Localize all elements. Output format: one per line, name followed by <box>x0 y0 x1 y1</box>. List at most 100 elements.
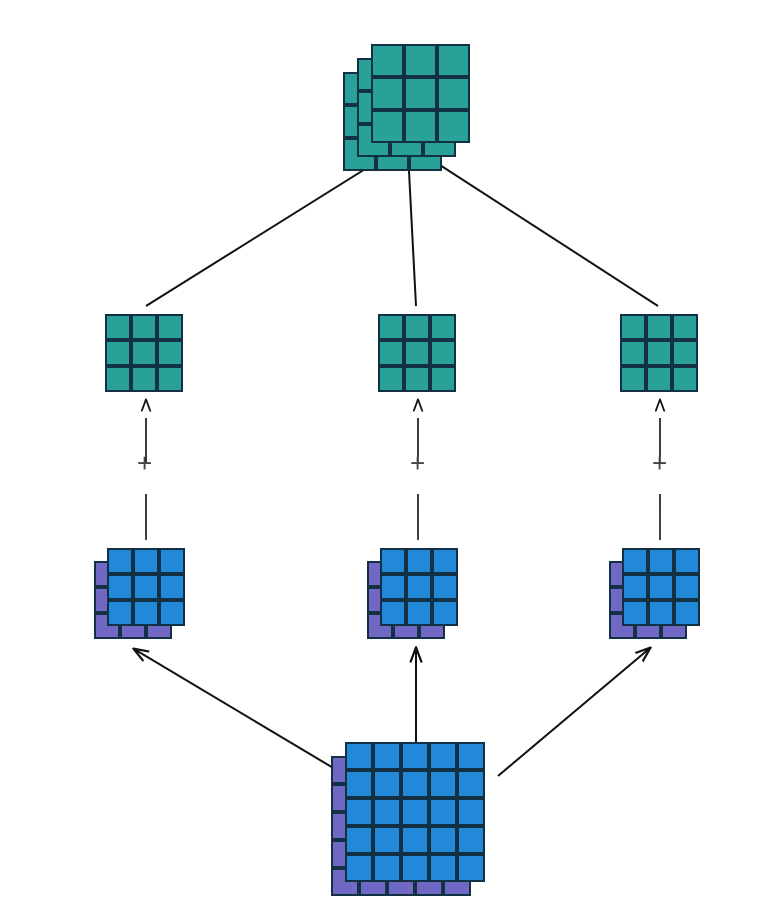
grid-cell <box>105 314 131 340</box>
teal-feature-map-center <box>378 314 456 392</box>
grid-cell <box>430 314 456 340</box>
plus-center: + <box>410 448 426 478</box>
grid-cell <box>429 798 457 826</box>
teal-feature-map-left <box>105 314 183 392</box>
grid-cell <box>373 742 401 770</box>
arrow-right-to-output <box>426 156 659 307</box>
grid-cell <box>380 574 406 600</box>
grid-cell <box>345 742 373 770</box>
grid-cell <box>437 77 470 110</box>
grid-cell <box>159 574 185 600</box>
grid-cell <box>345 798 373 826</box>
grid-cell <box>345 770 373 798</box>
grid-cell <box>401 798 429 826</box>
grid-cell <box>373 770 401 798</box>
grid-cell <box>371 110 404 143</box>
grid-cell <box>107 548 133 574</box>
grid-cell <box>672 314 698 340</box>
grid-cell <box>378 314 404 340</box>
grid-cell <box>378 366 404 392</box>
grid-cell <box>401 742 429 770</box>
grid-cell <box>157 366 183 392</box>
grid-cell <box>404 110 437 143</box>
grid-cell <box>380 548 406 574</box>
teal-feature-map-right-layer-0 <box>620 314 698 392</box>
arrow-center-to-output <box>408 152 417 307</box>
grid-cell <box>107 600 133 626</box>
grid-cell <box>429 742 457 770</box>
blue-feature-map-center <box>367 548 458 639</box>
grid-cell <box>457 798 485 826</box>
grid-cell <box>622 600 648 626</box>
grid-cell <box>404 366 430 392</box>
arrow-input-to-low-right <box>497 648 650 777</box>
grid-cell <box>157 340 183 366</box>
grid-cell <box>429 770 457 798</box>
grid-cell <box>457 742 485 770</box>
grid-cell <box>430 340 456 366</box>
grid-cell <box>105 340 131 366</box>
grid-cell <box>131 366 157 392</box>
grid-cell <box>159 600 185 626</box>
grid-cell <box>622 548 648 574</box>
grid-cell <box>648 600 674 626</box>
grid-cell <box>378 340 404 366</box>
grid-cell <box>457 854 485 882</box>
input-feature-map <box>331 742 485 896</box>
grid-cell <box>131 314 157 340</box>
grid-cell <box>406 574 432 600</box>
output-feature-stack <box>343 44 470 171</box>
grid-cell <box>432 574 458 600</box>
grid-cell <box>373 798 401 826</box>
grid-cell <box>404 77 437 110</box>
grid-cell <box>404 314 430 340</box>
grid-cell <box>371 44 404 77</box>
grid-cell <box>345 854 373 882</box>
grid-cell <box>429 826 457 854</box>
grid-cell <box>437 44 470 77</box>
grid-cell <box>457 826 485 854</box>
grid-cell <box>648 548 674 574</box>
grid-cell <box>429 854 457 882</box>
grid-cell <box>406 600 432 626</box>
grid-cell <box>373 826 401 854</box>
grid-cell <box>646 314 672 340</box>
grid-cell <box>430 366 456 392</box>
grid-cell <box>133 548 159 574</box>
blue-feature-map-right <box>609 548 700 639</box>
teal-feature-map-right <box>620 314 698 392</box>
grid-cell <box>404 340 430 366</box>
grid-cell <box>622 574 648 600</box>
input-feature-map-layer-0 <box>345 742 485 882</box>
grid-cell <box>672 340 698 366</box>
blue-feature-map-right-layer-0 <box>622 548 700 626</box>
teal-feature-map-left-layer-0 <box>105 314 183 392</box>
grid-cell <box>620 314 646 340</box>
grid-cell <box>432 600 458 626</box>
grid-cell <box>131 340 157 366</box>
grid-cell <box>401 854 429 882</box>
grid-cell <box>373 854 401 882</box>
blue-feature-map-left <box>94 548 185 639</box>
plus-right: + <box>652 448 668 478</box>
grid-cell <box>401 770 429 798</box>
grid-cell <box>672 366 698 392</box>
grid-cell <box>648 574 674 600</box>
arrow-left-to-output <box>145 156 386 307</box>
arrow-input-to-low-left <box>134 649 341 773</box>
grid-cell <box>620 340 646 366</box>
plus-left: + <box>137 448 153 478</box>
output-feature-stack-layer-0 <box>371 44 470 143</box>
grid-cell <box>105 366 131 392</box>
grid-cell <box>157 314 183 340</box>
grid-cell <box>646 366 672 392</box>
teal-feature-map-center-layer-0 <box>378 314 456 392</box>
grid-cell <box>457 770 485 798</box>
grid-cell <box>406 548 432 574</box>
grid-cell <box>404 44 437 77</box>
grid-cell <box>371 77 404 110</box>
grid-cell <box>380 600 406 626</box>
grid-cell <box>401 826 429 854</box>
grid-cell <box>133 574 159 600</box>
